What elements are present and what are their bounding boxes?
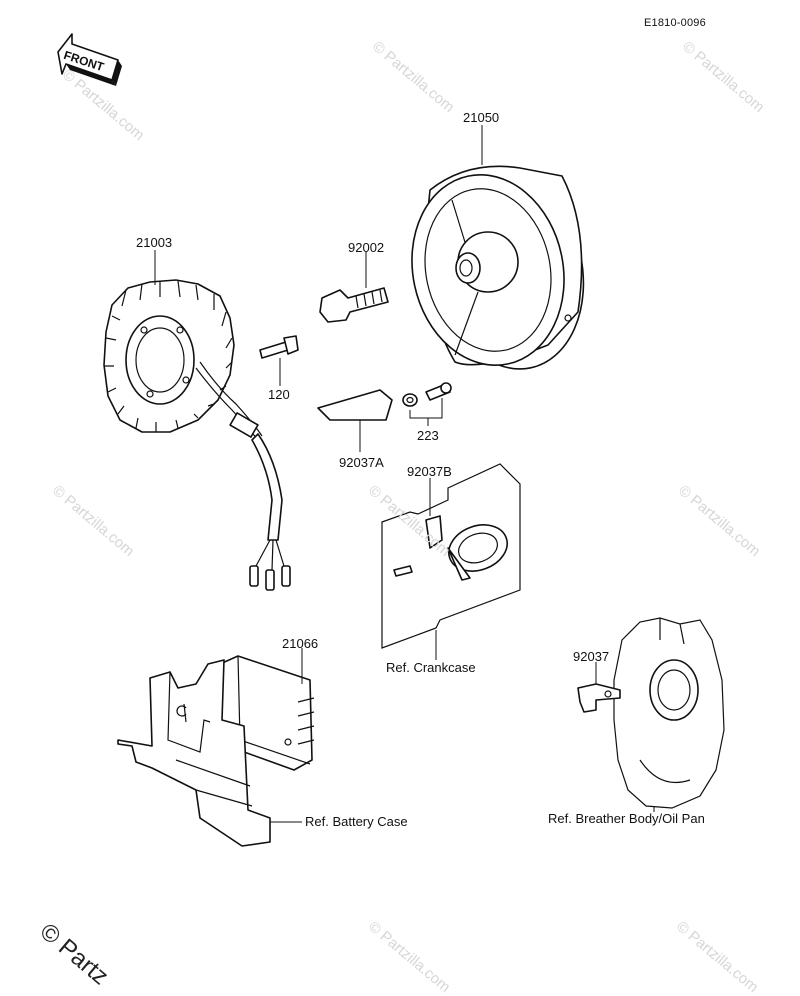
part-label-21050: 21050 [463, 110, 500, 125]
part-label-223: 223 [417, 428, 439, 443]
front-arrow-icon [57, 33, 122, 86]
breather-body-oil-pan [613, 617, 725, 812]
bolt-washer-223 [402, 382, 452, 426]
plate-92037A [317, 389, 393, 452]
part-label-92037A: 92037A [339, 455, 384, 470]
part-label-120: 120 [268, 387, 290, 402]
crankcase-reference-box [381, 463, 521, 660]
diagram-canvas [57, 33, 725, 847]
plate-92037 [577, 662, 621, 713]
stator-21003 [103, 250, 235, 433]
stator-wire-harness [195, 361, 291, 591]
part-label-92002: 92002 [348, 240, 385, 255]
part-label-21066: 21066 [282, 636, 319, 651]
screw-120 [259, 335, 299, 386]
ref-crankcase: Ref. Crankcase [386, 660, 476, 675]
ref-breather-body: Ref. Breather Body/Oil Pan [548, 811, 705, 826]
diagram-code: E1810-0096 [644, 17, 706, 29]
battery-case-bracket [117, 659, 302, 847]
part-label-92037B: 92037B [407, 464, 452, 479]
bolt-92002 [319, 252, 389, 323]
parts-diagram [57, 33, 725, 847]
flywheel-rotor-21050 [411, 125, 585, 370]
part-label-21003: 21003 [136, 235, 173, 250]
ref-battery-case: Ref. Battery Case [305, 814, 408, 829]
part-label-92037: 92037 [573, 649, 610, 664]
